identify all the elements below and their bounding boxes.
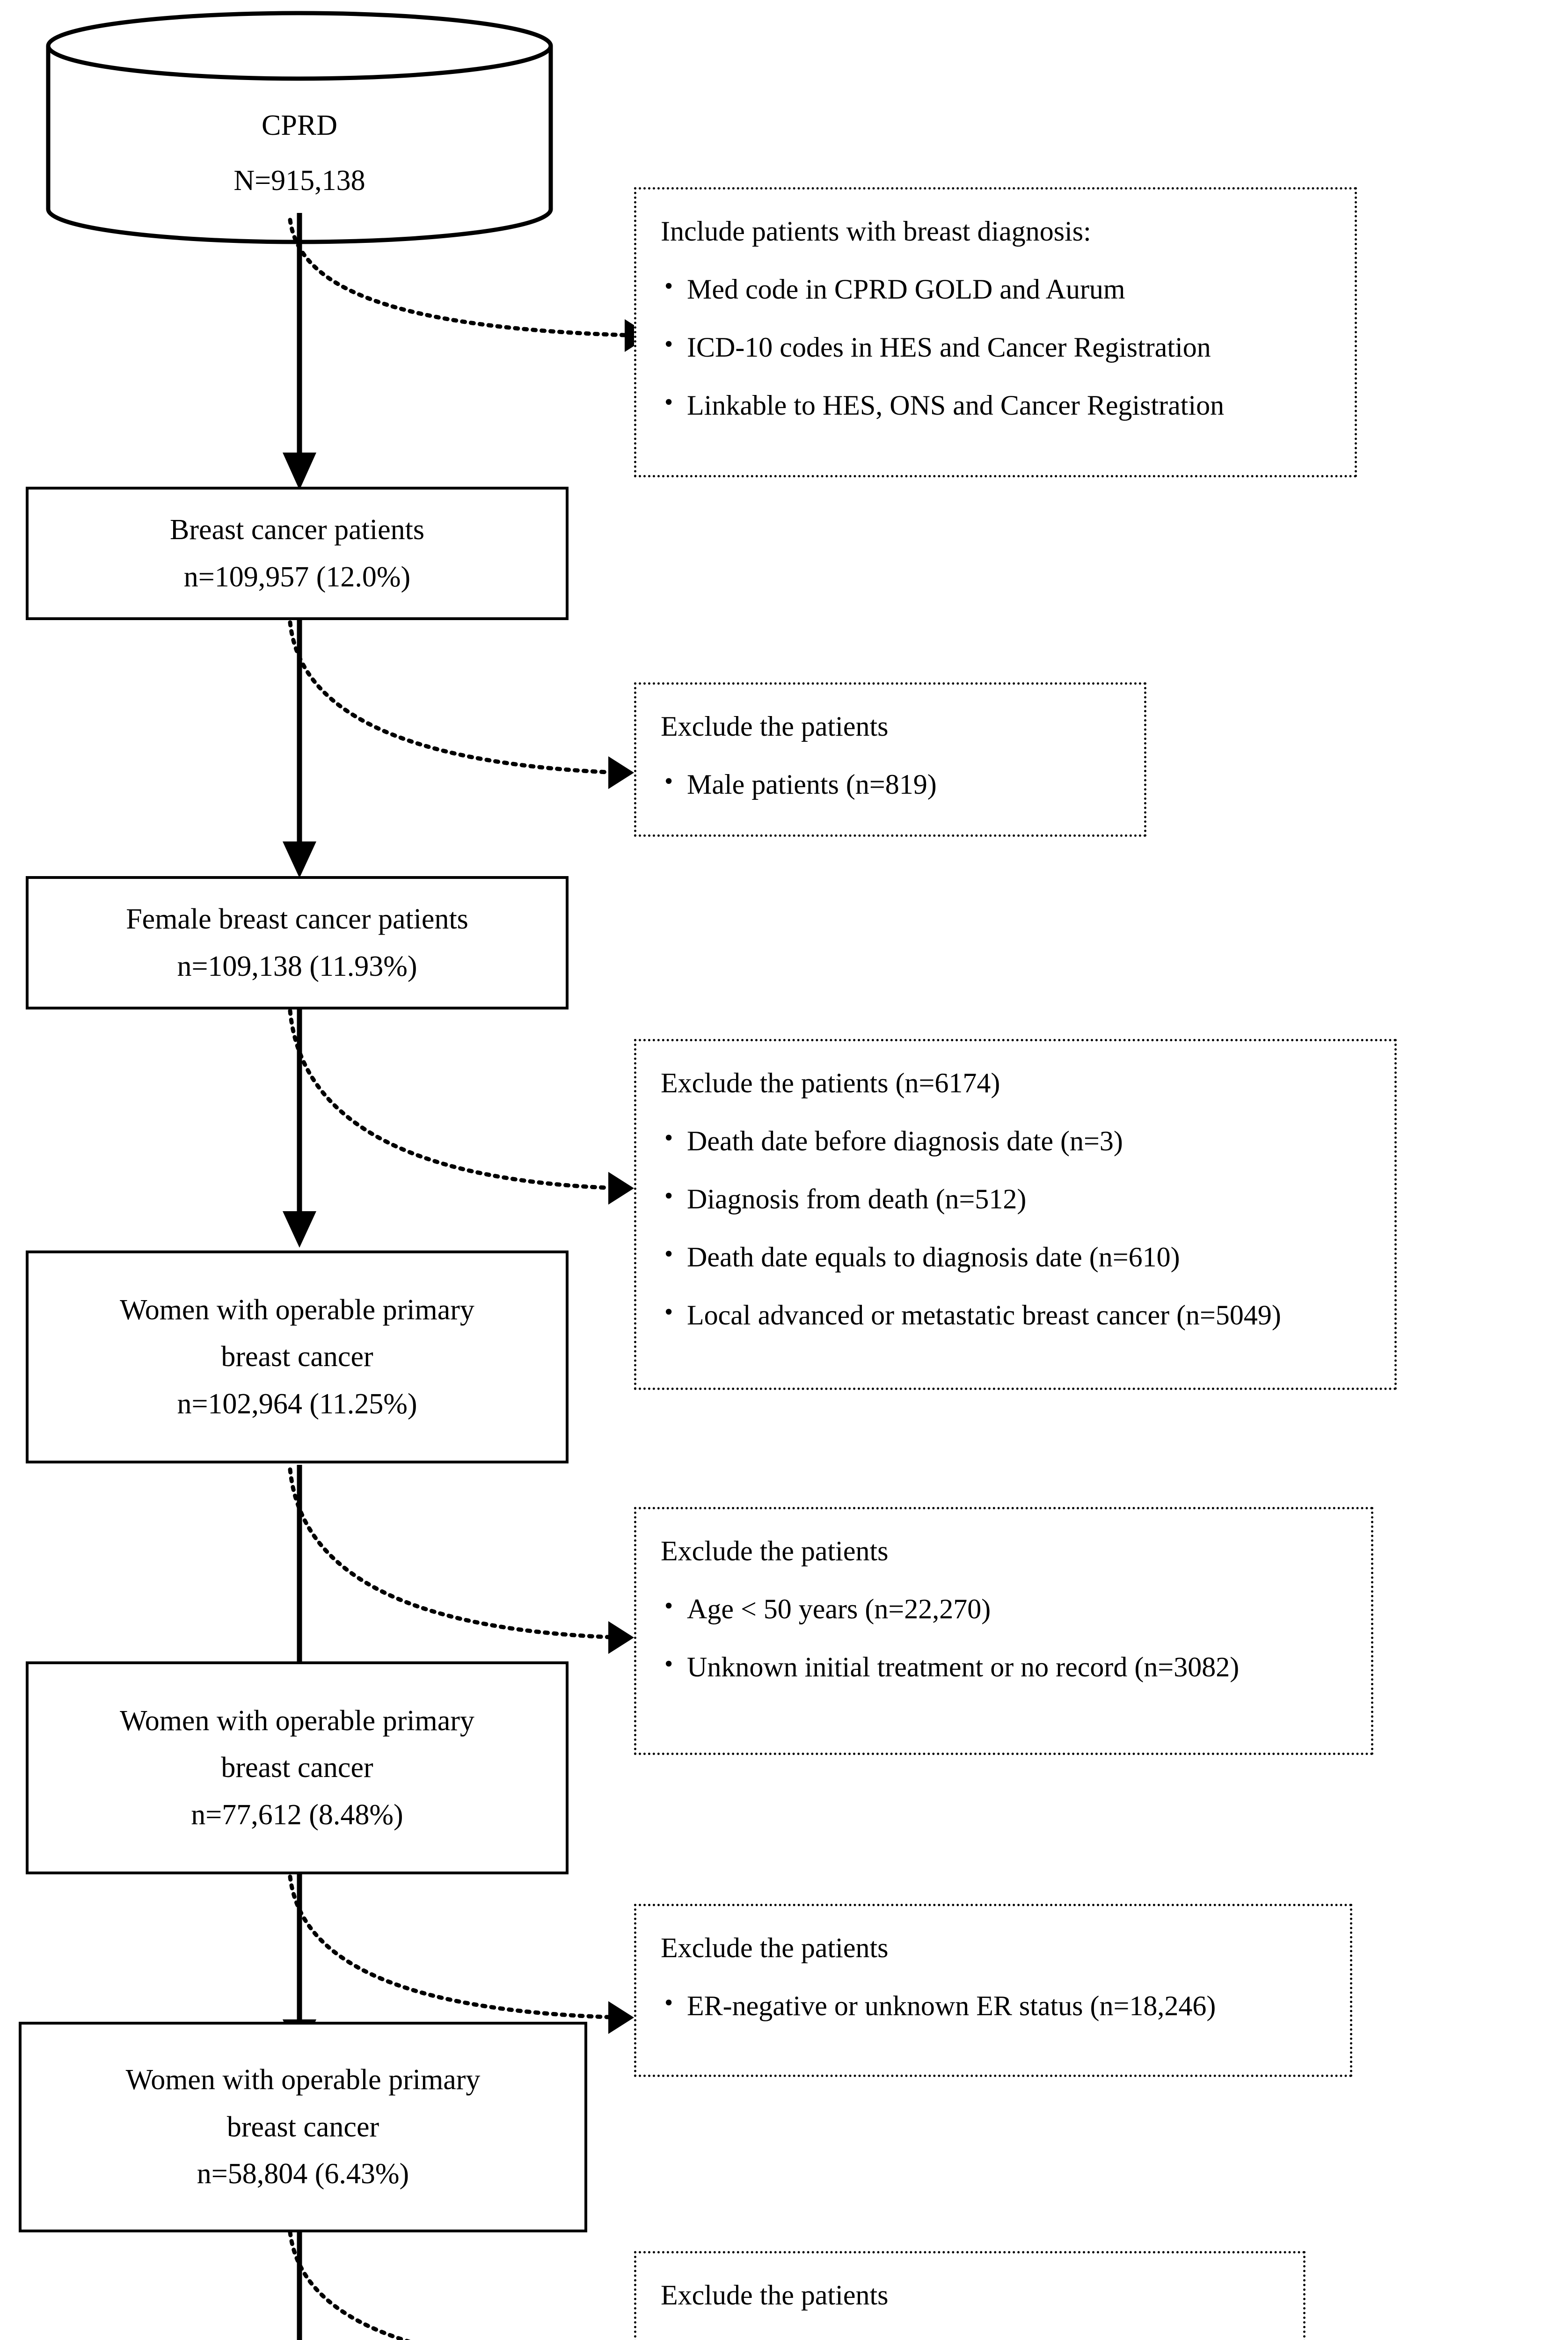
connector-curve-exclude-age-treatment <box>281 1467 664 1657</box>
exclusion-bullet-list: ER-negative or unknown ER status (n=18,2… <box>661 1985 1331 2027</box>
inclusion-heading: Include patients with breast diagnosis: <box>661 216 1091 247</box>
exclusion-box-male: Exclude the patients Male patients (n=81… <box>634 682 1146 837</box>
database-cylinder-cprd: CPRD N=915,138 <box>44 9 554 246</box>
exclusion-heading: Exclude the patients <box>661 711 889 742</box>
exclusion-bullet-list: Aged < 70 years older (n=35,695) <box>661 2332 1284 2340</box>
exclusion-bullet: ER-negative or unknown ER status (n=18,2… <box>661 1985 1331 2027</box>
node-label: Women with operable primary <box>125 2064 481 2096</box>
node-label: Female breast cancer patients <box>126 903 468 936</box>
database-total: N=915,138 <box>233 164 365 197</box>
connector-arrow-3 <box>271 1006 328 1250</box>
exclusion-box-er: Exclude the patients ER-negative or unkn… <box>634 1904 1352 2077</box>
node-label: Women with operable primary <box>120 1704 474 1737</box>
exclusion-bullet: Male patients (n=819) <box>661 763 1125 805</box>
exclusion-bullet: Death date equals to diagnosis date (n=6… <box>661 1236 1376 1278</box>
node-breast-cancer-patients: Breast cancer patients n=109,957 (12.0%) <box>26 487 569 620</box>
connector-arrow-1 <box>271 213 328 494</box>
connector-curve-exclude-age70 <box>281 2230 664 2340</box>
node-label-cont: breast cancer <box>226 2111 379 2143</box>
inclusion-criteria-box: Include patients with breast diagnosis: … <box>634 187 1357 477</box>
exclusion-heading: Exclude the patients <box>661 1536 889 1566</box>
node-count: n=109,957 (12.0%) <box>183 561 411 593</box>
node-operable-primary-77612: Women with operable primary breast cance… <box>26 1661 569 1874</box>
exclusion-heading: Exclude the patients <box>661 2280 889 2311</box>
exclusion-bullet: Death date before diagnosis date (n=3) <box>661 1120 1376 1162</box>
exclusion-heading: Exclude the patients <box>661 1932 889 1963</box>
node-count: n=102,964 (11.25%) <box>177 1388 417 1420</box>
exclusion-bullet: Unknown initial treatment or no record (… <box>661 1646 1352 1688</box>
node-count: n=58,804 (6.43%) <box>197 2158 409 2190</box>
database-name: CPRD <box>262 110 337 141</box>
node-count: n=109,138 (11.93%) <box>177 950 417 982</box>
inclusion-bullet: ICD-10 codes in HES and Cancer Registrat… <box>661 326 1336 368</box>
node-label-cont: breast cancer <box>221 1341 373 1373</box>
inclusion-bullet: Med code in CPRD GOLD and Aurum <box>661 268 1336 310</box>
exclusion-bullet: Local advanced or metastatic breast canc… <box>661 1294 1376 1336</box>
node-operable-primary-58804: Women with operable primary breast cance… <box>19 2022 587 2232</box>
exclusion-heading: Exclude the patients (n=6174) <box>661 1068 1000 1098</box>
connector-curve-exclude-male <box>281 620 664 791</box>
node-label-cont: breast cancer <box>221 1752 373 1784</box>
exclusion-bullet-list: Death date before diagnosis date (n=3) D… <box>661 1120 1376 1336</box>
node-label: Breast cancer patients <box>170 514 424 546</box>
node-count: n=77,612 (8.48%) <box>191 1799 403 1831</box>
exclusion-bullet: Age < 50 years (n=22,270) <box>661 1588 1352 1630</box>
exclusion-box-age70: Exclude the patients Aged < 70 years old… <box>634 2251 1305 2340</box>
connector-curve-exclude-6174 <box>281 1009 664 1207</box>
inclusion-bullet: Linkable to HES, ONS and Cancer Registra… <box>661 384 1336 426</box>
node-operable-primary-102964: Women with operable primary breast cance… <box>26 1250 569 1463</box>
connector-curve-exclude-er <box>281 1874 664 2036</box>
exclusion-bullet-list: Male patients (n=819) <box>661 763 1125 805</box>
exclusion-box-age-treatment: Exclude the patients Age < 50 years (n=2… <box>634 1507 1373 1755</box>
exclusion-box-6174: Exclude the patients (n=6174) Death date… <box>634 1039 1397 1390</box>
connector-arrow-6 <box>271 2228 328 2340</box>
exclusion-bullet: Diagnosis from death (n=512) <box>661 1178 1376 1220</box>
node-female-breast-cancer-patients: Female breast cancer patients n=109,138 … <box>26 876 569 1009</box>
exclusion-bullet-list: Age < 50 years (n=22,270) Unknown initia… <box>661 1588 1352 1688</box>
exclusion-bullet: Aged < 70 years older (n=35,695) <box>661 2332 1284 2340</box>
node-label: Women with operable primary <box>120 1294 474 1326</box>
connector-curve-include <box>281 218 664 356</box>
inclusion-bullet-list: Med code in CPRD GOLD and Aurum ICD-10 c… <box>661 268 1336 426</box>
